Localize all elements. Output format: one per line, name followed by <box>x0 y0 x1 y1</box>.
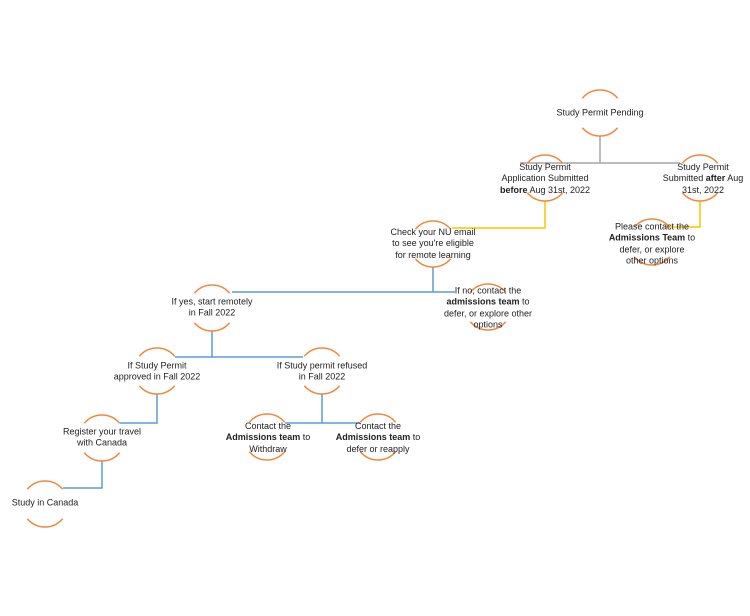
node-arc-top <box>26 480 64 490</box>
node-arc-top <box>359 413 397 423</box>
node-arc-top <box>138 347 176 357</box>
node-arc-top <box>469 283 507 293</box>
node-refused: If Study permit refused in Fall 2022 <box>277 361 368 384</box>
node-check-email: Check your NU email to see you're eligib… <box>390 227 475 261</box>
node-study-in-canada: Study in Canada <box>12 497 79 508</box>
node-arc-bottom <box>83 452 121 462</box>
node-arc-top <box>414 220 452 230</box>
node-arc-bottom <box>414 258 452 268</box>
node-text: approved in Fall 2022 <box>113 372 201 382</box>
node-text-bold: Admissions team <box>225 432 301 443</box>
node-defer-reapply: Contact the Admissions team to defer or … <box>336 421 421 455</box>
node-text: Aug <box>725 173 744 184</box>
connector-yellow-before <box>452 201 546 229</box>
node-text: options <box>473 319 503 330</box>
node-if-no: If no, contact the admissions team to de… <box>444 285 532 330</box>
node-text: If no, contact the <box>454 285 522 296</box>
node-text: defer, or explore <box>619 244 685 254</box>
node-arc-bottom <box>303 385 341 395</box>
node-after-contact: Please contact the Admissions Team to de… <box>609 221 695 266</box>
node-text: to <box>685 232 696 243</box>
connector-blue-refused <box>285 394 360 424</box>
connector-blue-yes <box>175 331 303 358</box>
connector-gray <box>520 136 680 164</box>
node-text: with Canada <box>76 438 128 448</box>
node-text: defer or reapply <box>346 443 410 454</box>
node-arc-top <box>633 218 671 228</box>
node-arc-bottom <box>248 451 286 461</box>
node-text: in Fall 2022 <box>298 372 346 382</box>
node-arc-top <box>83 414 121 424</box>
node-arc-top <box>581 89 619 99</box>
node-text: Submitted <box>662 173 706 184</box>
node-text-bold: after <box>705 173 726 184</box>
node-text: to <box>410 432 421 443</box>
node-register-travel: Register your travel with Canada <box>63 427 141 450</box>
node-text: Contact the <box>354 421 402 432</box>
connector-blue-email <box>232 267 455 293</box>
node-text: Study in Canada <box>11 497 79 508</box>
node-text: Application Submitted <box>501 173 589 184</box>
connector-blue-approved <box>120 394 158 424</box>
node-arc-top <box>681 154 719 164</box>
connector-yellow-after <box>665 201 701 228</box>
node-text: Study Permit <box>677 162 729 173</box>
node-text: Aug 31st, 2022 <box>527 184 591 195</box>
node-text: Study Permit Pending <box>556 107 644 118</box>
node-text: If Study permit refused <box>276 360 368 371</box>
node-arc-bottom <box>526 192 564 202</box>
node-text: to see you're eligible <box>392 238 474 249</box>
node-arc-bottom <box>633 256 671 266</box>
node-submitted-before: Study Permit Application Submitted befor… <box>500 162 590 196</box>
node-text: defer, or explore other <box>443 308 533 318</box>
node-arc-bottom <box>681 192 719 202</box>
node-text: Please contact the <box>614 221 690 232</box>
node-arc-bottom <box>359 451 397 461</box>
node-arc-bottom <box>469 321 507 331</box>
node-text: to <box>300 432 311 443</box>
node-text: Withdraw <box>249 443 287 454</box>
node-arc-top <box>248 413 286 423</box>
node-text: If yes, start remotely <box>171 296 253 307</box>
node-text: other options <box>625 255 679 266</box>
node-submitted-after: Study Permit Submitted after Aug 31st, 2… <box>663 162 744 196</box>
node-text-bold: Admissions Team <box>608 232 686 243</box>
node-study-permit-pending: Study Permit Pending <box>556 107 643 118</box>
node-text-bold: admissions team <box>446 296 520 307</box>
node-text: 31st, 2022 <box>681 184 725 195</box>
node-arc-top <box>526 154 564 164</box>
node-arc-top <box>193 284 231 294</box>
node-text: in Fall 2022 <box>188 308 236 318</box>
node-text-bold: Admissions team <box>335 432 411 443</box>
node-text: Register your travel <box>62 426 142 437</box>
node-arc-bottom <box>138 385 176 395</box>
node-withdraw: Contact the Admissions team to Withdraw <box>226 421 311 455</box>
connector-blue-register <box>63 461 103 489</box>
node-if-yes: If yes, start remotely in Fall 2022 <box>171 297 252 320</box>
node-arc-bottom <box>581 127 619 137</box>
node-text: Contact the <box>244 421 292 432</box>
node-text: Check your NU email <box>390 227 476 238</box>
node-text: to <box>519 296 530 307</box>
node-text-bold: before <box>499 184 528 195</box>
node-approved: If Study Permit approved in Fall 2022 <box>114 361 201 384</box>
node-arc-bottom <box>26 518 64 528</box>
node-arc-top <box>303 347 341 357</box>
node-text: If Study Permit <box>127 360 187 371</box>
node-text: for remote learning <box>395 249 471 260</box>
node-text: Study Permit <box>519 162 571 173</box>
node-arc-bottom <box>193 322 231 332</box>
